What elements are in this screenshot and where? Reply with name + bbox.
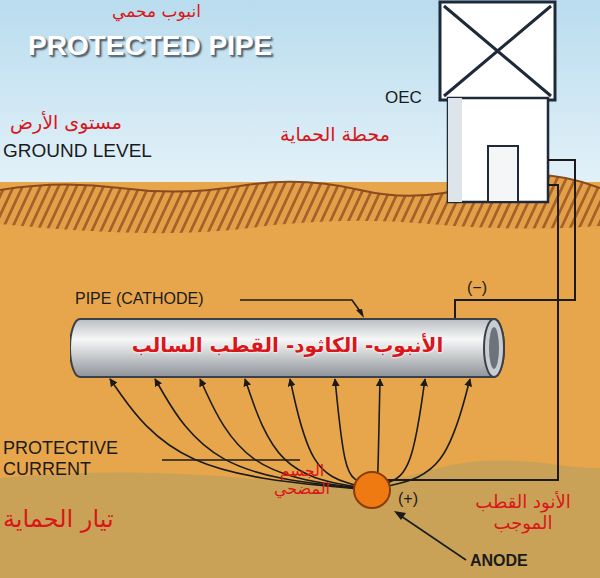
current-arrow	[335, 379, 357, 480]
current-arrow	[388, 379, 425, 483]
pipe-end	[484, 319, 504, 377]
pipe-cylinder	[70, 319, 504, 377]
current-arrow	[200, 379, 354, 488]
leader-arrowhead	[356, 309, 364, 318]
ground	[0, 182, 600, 578]
ground-label: GROUND LEVEL	[3, 140, 152, 162]
leader-line	[240, 300, 362, 314]
arabic-title: انبوب محمي	[112, 2, 201, 22]
anode-label: ANODE	[470, 552, 528, 570]
arabic-pipe-label: الأنبوب- الكاثود- القطب السالب	[75, 334, 500, 357]
leader-line	[398, 514, 466, 560]
leader-line	[162, 459, 300, 460]
protection-station: OEC محطة الحماية	[280, 88, 548, 202]
leader-arrowhead	[394, 511, 406, 520]
protection-station	[440, 2, 555, 202]
anode-circle	[352, 470, 392, 510]
arabic-station-label: محطة الحماية	[280, 124, 390, 146]
arabic-anode-label: الجسم المضحي	[260, 462, 344, 499]
current-arrow	[378, 379, 380, 473]
pipe-opening	[489, 327, 499, 369]
pipe-cathode: PIPE (CATHODE) الأنبوب- الكاثود- القطب ال…	[70, 288, 510, 380]
arabic-current-label: تيار الحماية	[3, 506, 114, 534]
title: PROTECTED PIPE	[28, 30, 272, 62]
pipe-label: PIPE (CATHODE)	[75, 290, 204, 308]
polarity-label: (+)	[398, 490, 418, 508]
current-label: PROTECTIVE CURRENT	[3, 438, 163, 479]
current-arrow	[389, 379, 470, 486]
anode-shape	[354, 472, 390, 508]
arabic-ground-label: مستوى الأرض	[10, 112, 122, 134]
polarity-label: (−)	[467, 279, 487, 297]
anode-body: الجسم المضحيالأنود القطب الموجبANODE	[352, 470, 392, 510]
arabic-anode-label: الأنود القطب الموجب	[448, 492, 598, 533]
station-label: OEC	[385, 88, 422, 108]
